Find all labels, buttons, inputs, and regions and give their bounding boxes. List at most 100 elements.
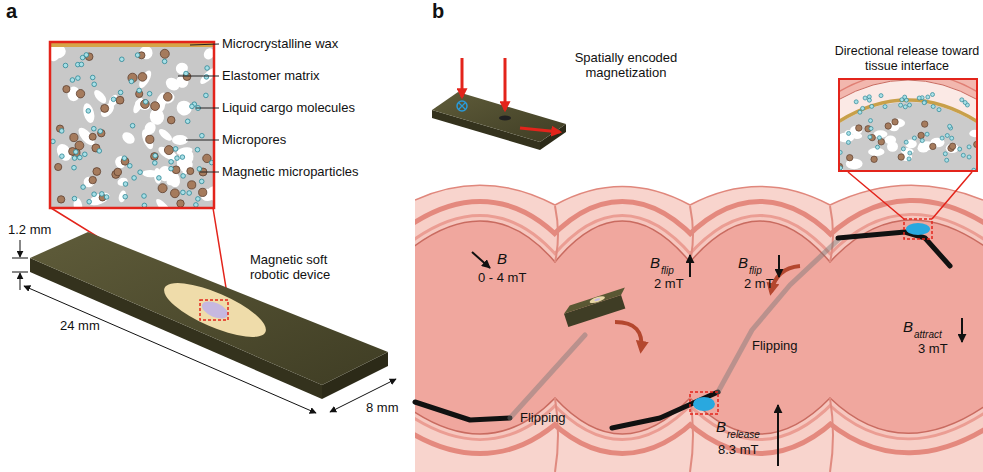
micropore xyxy=(87,190,111,208)
zoom-lines xyxy=(848,172,972,219)
magnetic-particle xyxy=(101,104,109,112)
magnetic-particle xyxy=(63,86,70,93)
magnetic-particle xyxy=(57,196,64,203)
cargo-molecule xyxy=(181,190,186,195)
cargo-reservoir xyxy=(594,298,600,302)
magnetic-particle xyxy=(898,154,904,160)
magnetic-particle xyxy=(856,125,862,131)
field-subscript: flip xyxy=(661,265,674,277)
cargo-molecule xyxy=(869,119,873,123)
device-strip xyxy=(415,402,510,420)
cargo-molecule xyxy=(143,100,148,105)
cargo-molecule xyxy=(184,71,189,76)
device-top xyxy=(562,288,627,314)
cargo-molecule xyxy=(162,59,167,64)
magnetic-particle xyxy=(146,135,154,143)
cargo-molecule xyxy=(129,79,134,84)
micropore xyxy=(160,91,176,105)
serosa-line xyxy=(415,185,983,205)
cargo-molecule xyxy=(967,155,971,159)
leader-line xyxy=(178,76,219,77)
micropore xyxy=(172,135,188,145)
magnetic-particle xyxy=(89,133,96,140)
cargo-molecule xyxy=(931,105,935,109)
part-label: Liquid cargo molecules xyxy=(222,100,355,115)
cargo-molecule xyxy=(87,199,92,204)
field-arrow xyxy=(689,255,691,277)
cargo-molecule xyxy=(903,105,907,109)
part-label: Elastomer matrix xyxy=(222,68,320,83)
magnetic-particle xyxy=(949,143,955,149)
micropore xyxy=(154,197,174,208)
cargo-molecule xyxy=(846,140,850,144)
cargo-molecule xyxy=(901,147,905,151)
field-arrows xyxy=(472,252,962,466)
cargo-molecule xyxy=(196,197,201,202)
cargo-molecule xyxy=(137,88,142,93)
micropore xyxy=(81,175,96,190)
note-label: Spatially encoded magnetization xyxy=(556,50,696,80)
cargo-molecule xyxy=(876,145,880,149)
magnetic-particle xyxy=(158,184,167,193)
micropore xyxy=(156,144,179,163)
cargo-molecule xyxy=(86,109,91,114)
cargo-molecule xyxy=(63,63,68,68)
cargo-molecule xyxy=(180,155,185,160)
cargo-molecule xyxy=(948,124,952,128)
cargo-molecule xyxy=(92,126,97,131)
cargo-molecule xyxy=(926,95,930,99)
cargo-molecule xyxy=(197,167,202,172)
micropore xyxy=(946,144,959,154)
leader-line xyxy=(200,172,219,173)
magnetic-particle xyxy=(138,73,147,82)
cargo-molecule xyxy=(908,151,912,155)
magnetic-particle xyxy=(871,156,877,162)
cargo-molecule xyxy=(111,97,116,102)
intestinal-wall xyxy=(415,220,983,434)
inset-frame xyxy=(50,42,214,208)
magnetic-particle xyxy=(116,96,124,104)
wall-layer xyxy=(415,220,983,434)
panel-letter: a xyxy=(6,0,17,22)
cargo-molecule xyxy=(72,156,77,161)
device-strip xyxy=(838,232,950,266)
dimension-label: 24 mm xyxy=(60,318,100,333)
panel-letter: b xyxy=(432,0,444,22)
cargo-molecule xyxy=(76,76,81,81)
magnetization-arrow xyxy=(504,58,507,110)
field-value: 2 mT xyxy=(654,276,684,291)
field-arrow xyxy=(961,318,963,342)
cargo-molecule xyxy=(118,90,123,95)
field-symbol: B xyxy=(716,418,726,435)
cargo-molecule xyxy=(97,149,102,154)
part-label: Magnetic microparticles xyxy=(222,164,359,179)
micropore xyxy=(202,46,214,61)
wall-layer xyxy=(415,220,983,434)
cargo-molecule xyxy=(72,196,77,201)
inset-art xyxy=(838,78,978,172)
wall-layer xyxy=(415,220,983,434)
cargo-molecule xyxy=(945,158,949,162)
cargo-molecule xyxy=(917,96,921,100)
micropore xyxy=(885,135,896,144)
cargo-molecule xyxy=(187,191,192,196)
leader-lines xyxy=(178,44,219,172)
part-label: Micropores xyxy=(222,132,286,147)
action-label: Flipping xyxy=(520,410,566,425)
field-value: 3 mT xyxy=(918,341,948,356)
field-arrow xyxy=(777,405,779,466)
lumen xyxy=(415,220,983,434)
cargo-molecule xyxy=(863,96,867,100)
cargo-molecule xyxy=(883,105,887,109)
cargo-molecule xyxy=(923,100,927,104)
released-drug xyxy=(693,397,715,411)
wall-layer xyxy=(415,220,983,434)
magnetic-particle xyxy=(93,168,101,176)
dimension-arrow xyxy=(20,240,21,257)
cargo-molecule xyxy=(123,182,128,187)
device-trajectory xyxy=(415,172,972,428)
inset-a xyxy=(48,42,221,218)
micropore xyxy=(139,46,153,60)
cargo-molecule xyxy=(169,166,174,171)
